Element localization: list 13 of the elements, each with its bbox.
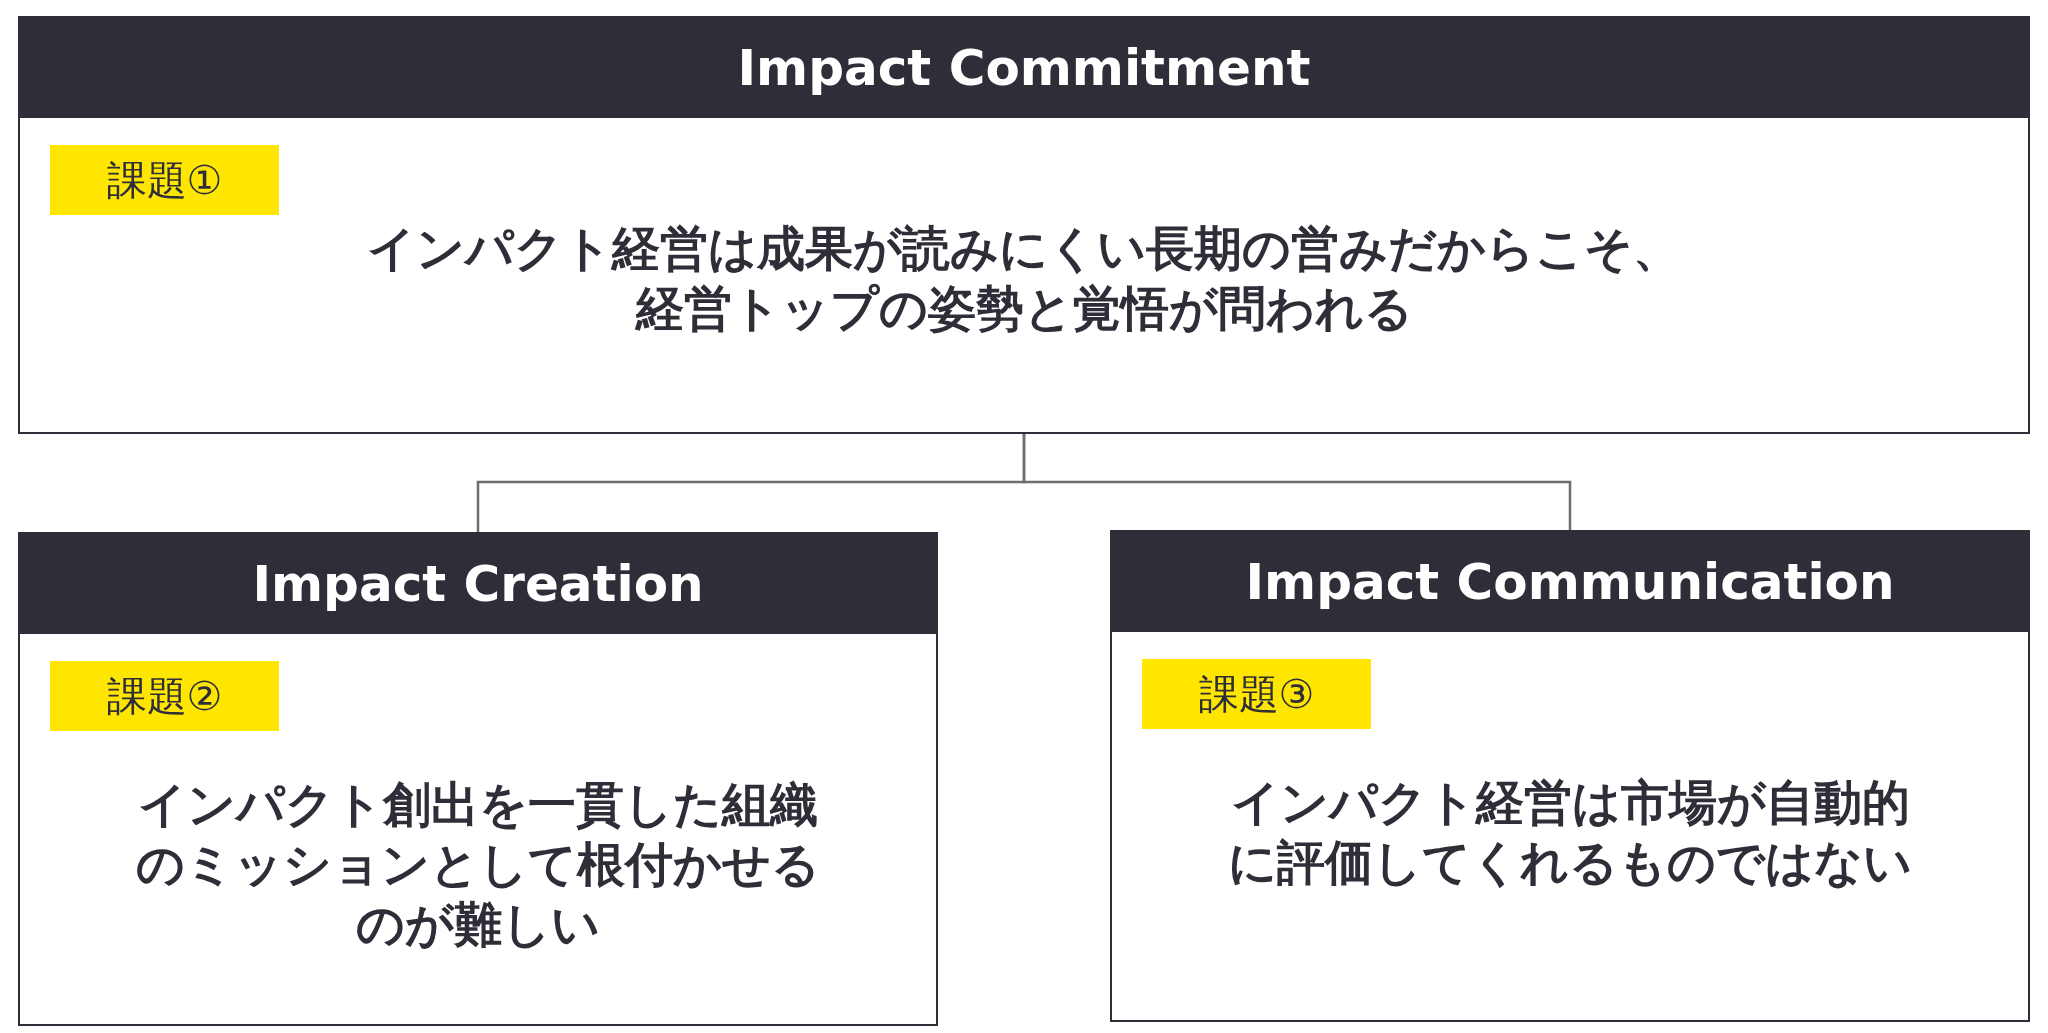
card bbox=[18, 532, 938, 1026]
card bbox=[1110, 530, 2030, 1022]
tag: 課題③ bbox=[1142, 659, 1371, 729]
body-text: インパクト創出を一貫した組織のミッションとして根付かせるのが難しい bbox=[135, 775, 821, 954]
body-text: インパクト経営は成果が読みにくい長期の営みだからこそ、経営トップの姿勢と覚悟が問われる bbox=[366, 219, 1682, 338]
connector-line bbox=[1022, 434, 1572, 530]
tag: 課題② bbox=[50, 661, 279, 731]
body-text: インパクト経営は市場が自動的に評価してくれるものではない bbox=[1227, 773, 1913, 892]
tag: 課題① bbox=[50, 145, 279, 215]
card-header: Impact Creation bbox=[20, 534, 936, 634]
card-header: Impact Communication bbox=[1112, 532, 2028, 632]
card bbox=[18, 16, 2030, 434]
card-header: Impact Commitment bbox=[20, 18, 2028, 118]
